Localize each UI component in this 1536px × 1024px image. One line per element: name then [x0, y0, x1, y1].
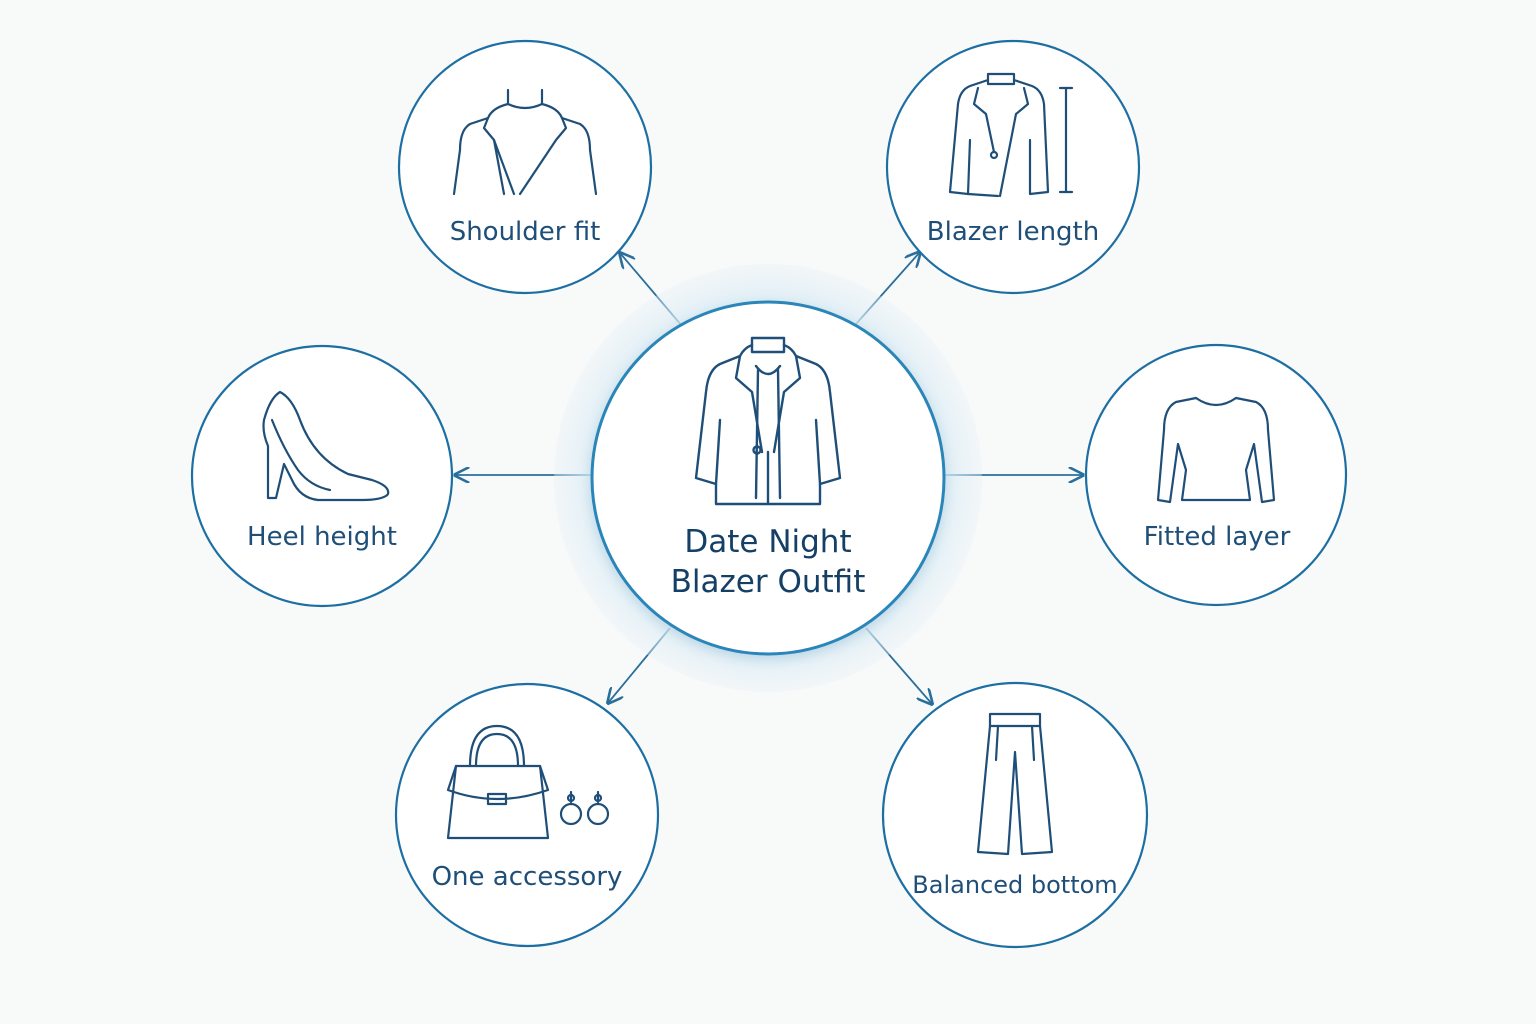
- node-circle-heel-height: [190, 344, 454, 608]
- node-label-shoulder-fit: Shoulder fit: [449, 217, 601, 247]
- node-label-balanced-bottom: Balanced bottom: [912, 871, 1118, 899]
- high-heel-icon: [262, 390, 390, 502]
- outer-circles: [190, 39, 1348, 949]
- trousers-icon: [976, 712, 1054, 856]
- center-title-line2: Blazer Outfit: [670, 564, 866, 600]
- center-title: Date Night Blazer Outfit: [671, 522, 866, 602]
- node-circle-blazer-length: [885, 39, 1141, 295]
- node-circle-shoulder-fit: [397, 39, 653, 295]
- fitted-jacket-icon: [452, 88, 598, 196]
- blazer-icon: [694, 336, 842, 506]
- node-label-blazer-length: Blazer length: [926, 217, 1100, 247]
- center-title-line1: Date Night: [684, 524, 852, 560]
- center-node: [554, 264, 982, 692]
- node-label-heel-height: Heel height: [247, 522, 397, 552]
- blazer-length-icon: [948, 72, 1074, 198]
- node-circle-balanced-bottom: [881, 681, 1149, 949]
- node-circle-fitted-layer: [1084, 343, 1348, 607]
- long-sleeve-top-icon: [1156, 396, 1276, 504]
- node-label-fitted-layer: Fitted layer: [1143, 522, 1291, 552]
- node-label-one-accessory: One accessory: [431, 862, 623, 892]
- node-circle-one-accessory: [394, 682, 660, 948]
- handbag-earrings-icon: [446, 724, 610, 840]
